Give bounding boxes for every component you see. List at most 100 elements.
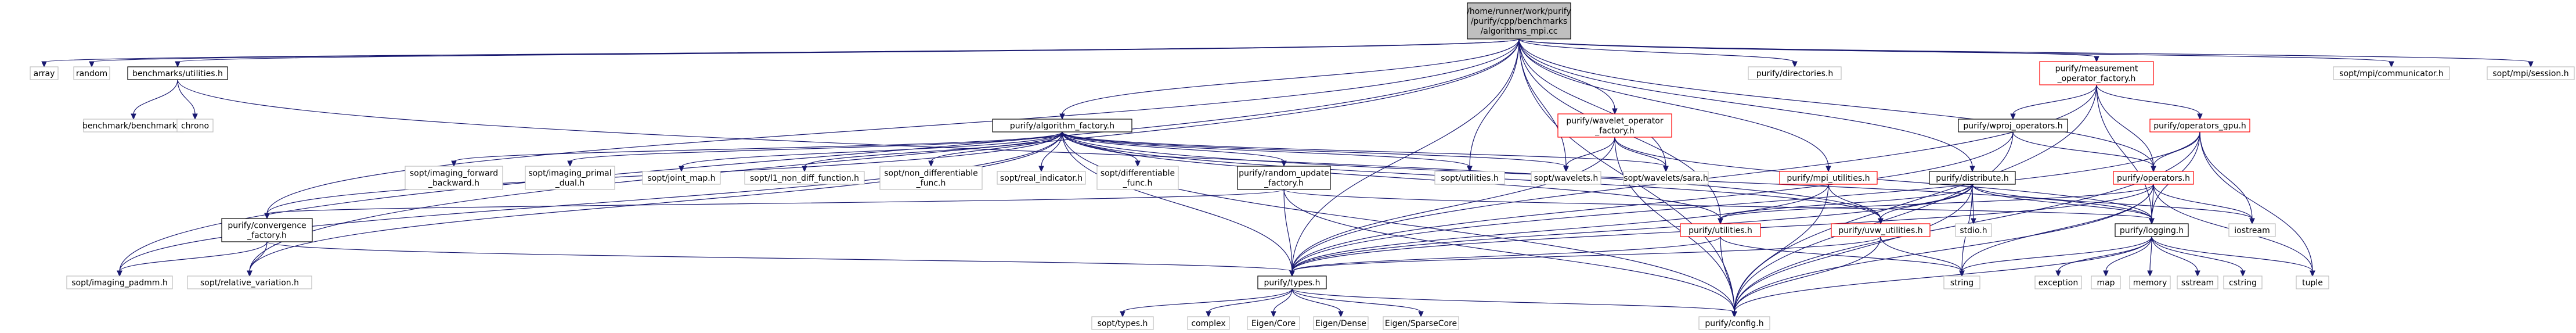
edge-root-to-random: [91, 38, 1520, 63]
node-box-rand_update: [1237, 166, 1331, 190]
node-rand_update[interactable]: purify/random_update_factory.h: [1237, 166, 1331, 190]
arrowhead-root-to-mpi_utilities: [1825, 166, 1831, 173]
edge-root-to-directories: [1518, 38, 1795, 63]
node-label-string: string: [1950, 278, 1974, 288]
edge-types-to-eigen_core: [1273, 288, 1293, 313]
node-label-wavelet_factory: purify/wavelet_operator: [1566, 117, 1663, 126]
node-label-sopt_sara: sopt/wavelets/sara.h: [1623, 174, 1708, 183]
node-label-sopt_fb: sopt/imaging_forward: [410, 169, 498, 178]
node-box-memory: [2129, 275, 2171, 289]
edge-alg_factory-to-types: [1062, 131, 1293, 272]
node-sopt_nondiff: sopt/non_differentiable_func.h: [879, 166, 983, 190]
node-distribute[interactable]: purify/distribute.h: [1929, 171, 2016, 185]
edge-distribute-to-utilities: [1720, 184, 1973, 220]
arrowhead-rand_update-to-convergence: [264, 213, 270, 220]
node-label-distribute: purify/distribute.h: [1936, 174, 2008, 183]
arrowhead-root-to-sopt_session: [2528, 61, 2534, 68]
node-box-chrono: [176, 119, 214, 133]
edge-types-to-sopt_types: [1122, 288, 1293, 313]
edge-uvw_utilities-to-types: [1291, 236, 1881, 272]
edge-operators-to-iostream: [2153, 184, 2253, 220]
node-sopt_types: sopt/types.h: [1091, 316, 1154, 330]
node-operators[interactable]: purify/operators.h: [2113, 171, 2194, 185]
node-wavelet_factory[interactable]: purify/wavelet_operator_factory.h: [1557, 113, 1672, 138]
node-box-ops_gpu: [2149, 119, 2250, 133]
arrowhead-ops_gpu-to-operators: [2151, 166, 2156, 173]
node-label-random: random: [76, 69, 107, 78]
node-label-eigen_sparse: Eigen/SparseCore: [1385, 319, 1457, 328]
edge-operators-to-utilities: [1720, 184, 2154, 220]
arrowhead-logging-to-map: [2103, 270, 2109, 277]
node-label-sopt_wavelets: sopt/wavelets.h: [1534, 174, 1599, 183]
edges-layer: [41, 38, 2534, 318]
edge-uvw_utilities-to-config: [1734, 236, 1881, 313]
node-eigen_dense: Eigen/Dense: [1313, 316, 1369, 330]
node-root[interactable]: /home/runner/work/purify/purify/cpp/benc…: [1467, 2, 1571, 40]
node-box-sopt_nondiff: [879, 166, 983, 190]
node-label-rel_var: sopt/relative_variation.h: [200, 278, 299, 288]
edge-alg_factory-to-sopt_real: [1041, 131, 1063, 167]
node-alg_factory[interactable]: purify/algorithm_factory.h: [992, 119, 1132, 133]
node-padmm: sopt/imaging_padmm.h: [66, 275, 173, 289]
node-random: random: [73, 66, 110, 80]
node-box-alg_factory: [992, 119, 1132, 133]
node-sopt_wavelets: sopt/wavelets.h: [1531, 171, 1601, 185]
node-cstring: cstring: [2223, 275, 2263, 289]
node-array: array: [30, 66, 59, 80]
node-label-convergence: purify/convergence: [228, 221, 306, 231]
node-types[interactable]: purify/types.h: [1257, 275, 1327, 289]
node-sopt_joint: sopt/joint_map.h: [642, 171, 721, 185]
node-convergence[interactable]: purify/convergence_factory.h: [221, 218, 313, 242]
arrowhead-alg_factory-to-sopt_pd: [567, 160, 573, 167]
node-box-exception: [2034, 275, 2082, 289]
edge-operators-to-config: [1734, 184, 2154, 313]
node-wproj[interactable]: purify/wproj_operators.h: [1958, 119, 2068, 133]
edge-root-to-rel_var: [249, 38, 1520, 272]
node-exception: exception: [2034, 275, 2082, 289]
edge-wavelet_factory-to-types: [1291, 137, 1615, 272]
node-label-sopt_utilities: sopt/utilities.h: [1441, 174, 1499, 183]
edge-logging-to-cstring: [2151, 236, 2243, 272]
edge-alg_factory-to-logging: [1062, 131, 2152, 220]
arrowhead-root-to-bench_util: [175, 61, 181, 68]
node-label-root: /algorithms_mpi.cc: [1481, 27, 1558, 36]
node-label-config: purify/config.h: [1705, 319, 1763, 328]
edge-mpi_utilities-to-uvw_utilities: [1828, 184, 1881, 220]
node-label-wavelet_factory: _factory.h: [1594, 127, 1635, 136]
edge-meas_factory-to-wproj: [2012, 84, 2097, 115]
node-box-directories: [1748, 66, 1842, 80]
node-label-sopt_pd: _dual.h: [555, 179, 585, 188]
edge-convergence-to-padmm: [119, 241, 268, 272]
edge-wavelet_factory-to-sopt_wavelets: [1565, 137, 1615, 167]
node-box-eigen_sparse: [1383, 316, 1459, 330]
node-label-sopt_types: sopt/types.h: [1098, 319, 1148, 328]
node-label-cstring: cstring: [2229, 278, 2257, 288]
node-label-ops_gpu: purify/operators_gpu.h: [2153, 121, 2246, 131]
node-meas_factory[interactable]: purify/measurement_operator_factory.h: [2039, 61, 2154, 85]
edge-utilities-to-config: [1720, 236, 1735, 313]
arrowhead-logging-to-sstream: [2195, 270, 2200, 277]
edge-logging-to-string: [1961, 236, 2152, 272]
arrowhead-meas_factory-to-wproj: [2010, 113, 2016, 120]
node-ops_gpu[interactable]: purify/operators_gpu.h: [2149, 119, 2250, 133]
node-box-bench_util: [127, 66, 228, 80]
node-uvw_utilities[interactable]: purify/uvw_utilities.h: [1831, 223, 1931, 237]
node-box-wproj: [1958, 119, 2068, 133]
edge-alg_factory-to-rel_var: [249, 131, 1063, 272]
node-mpi_utilities[interactable]: purify/mpi_utilities.h: [1779, 171, 1878, 185]
edge-types-to-complex: [1208, 288, 1293, 313]
node-box-types: [1257, 275, 1327, 289]
arrowhead-alg_factory-to-sopt_utilities: [1467, 166, 1473, 173]
edge-ops_gpu-to-tuple: [2199, 131, 2313, 272]
node-box-sopt_l1: [744, 171, 865, 185]
arrowhead-root-to-wavelet_factory: [1612, 108, 1618, 115]
edge-root-to-alg_factory: [1062, 38, 1520, 115]
edge-alg_factory-to-sopt_wavelets: [1062, 131, 1567, 167]
node-logging[interactable]: purify/logging.h: [2115, 223, 2189, 237]
node-stdio: stdio.h: [1955, 223, 1992, 237]
edge-alg_factory-to-sopt_sara: [1062, 131, 1666, 167]
node-utilities[interactable]: purify/utilities.h: [1680, 223, 1761, 237]
node-box-string: [1943, 275, 1980, 289]
node-eigen_sparse: Eigen/SparseCore: [1383, 316, 1459, 330]
node-bench_util[interactable]: benchmarks/utilities.h: [127, 66, 228, 80]
